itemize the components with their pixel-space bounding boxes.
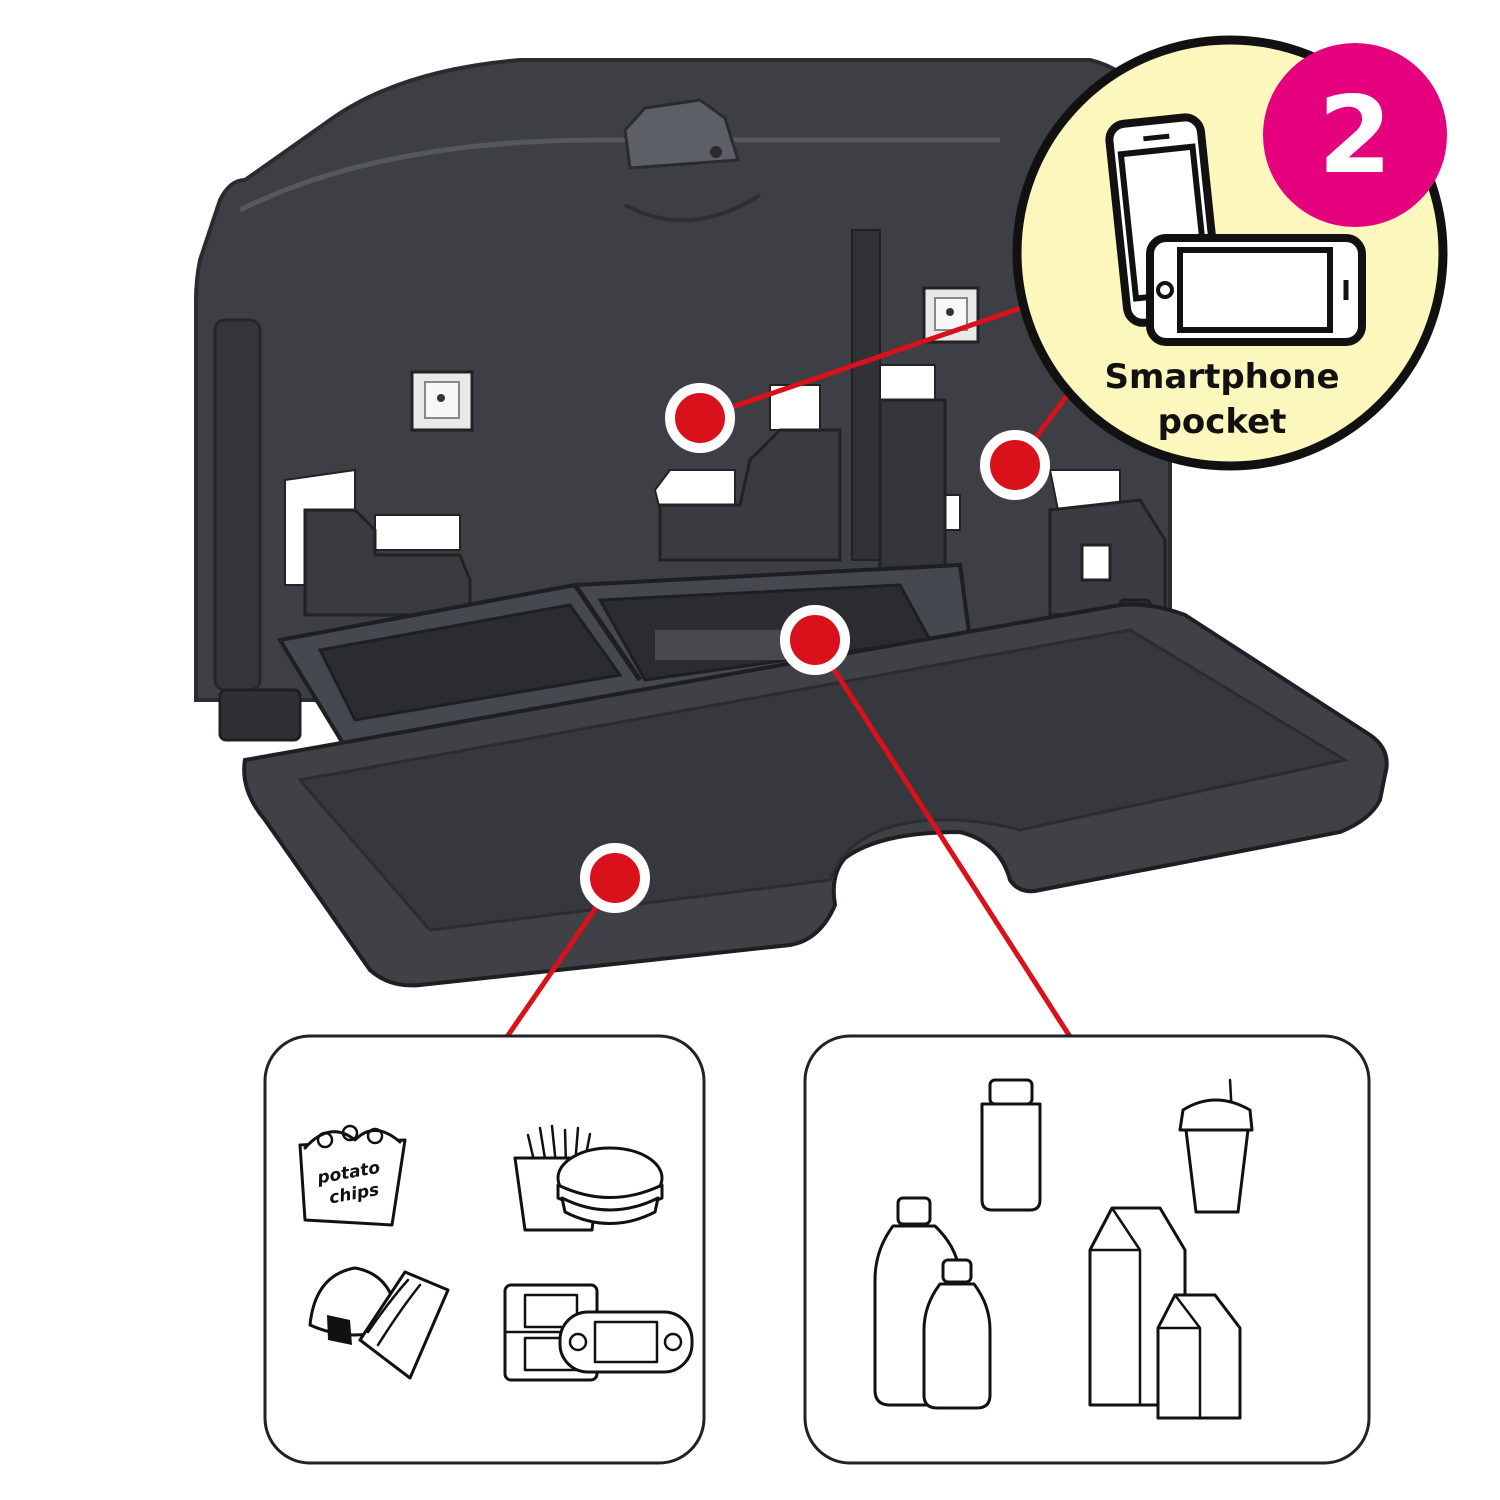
- left-support: [303, 508, 472, 617]
- bracket-slot: [1080, 543, 1112, 582]
- pointer-dot: [980, 430, 1050, 500]
- pointer-dot: [665, 383, 735, 453]
- smartphones-icon: [1105, 113, 1366, 346]
- milk-cartons-icon: [1088, 1206, 1242, 1420]
- coffee-cup-icon: [1178, 1078, 1254, 1214]
- handheld-game-consoles-icon: [503, 1283, 694, 1382]
- left-hinge: [218, 688, 302, 742]
- mount-plate-left: [410, 370, 474, 432]
- pointer-dots: [580, 383, 1050, 913]
- smartphone-callout: Smartphone pocket 2: [1012, 35, 1448, 471]
- rice-ball-and-sandwich-icon: [308, 1266, 450, 1380]
- left-bracket: [213, 318, 262, 692]
- pointer-lines: [457, 302, 1088, 1107]
- number-badge-text: 2: [1318, 74, 1392, 197]
- fries-and-burger-icon: [513, 1124, 664, 1232]
- callout-label-line1: Smartphone: [1104, 357, 1339, 397]
- potato-chips-icon: potato chips: [298, 1124, 407, 1227]
- pointer-dot: [780, 605, 850, 675]
- drinks-info-box: [803, 1034, 1371, 1465]
- water-bottles-icon: [873, 1196, 992, 1410]
- number-badge: [1263, 43, 1447, 227]
- middle-support: [658, 428, 842, 562]
- small-bottle-icon: [980, 1078, 1042, 1212]
- clip-hole: [710, 146, 722, 158]
- tray-back-inner-edge: [238, 137, 1000, 213]
- snack-info-box: potato chips: [263, 1034, 706, 1465]
- tray-top-clip: [623, 98, 740, 170]
- callout-label-line2: pocket: [1158, 402, 1287, 442]
- pointer-dot: [580, 843, 650, 913]
- center-divider: [851, 229, 881, 561]
